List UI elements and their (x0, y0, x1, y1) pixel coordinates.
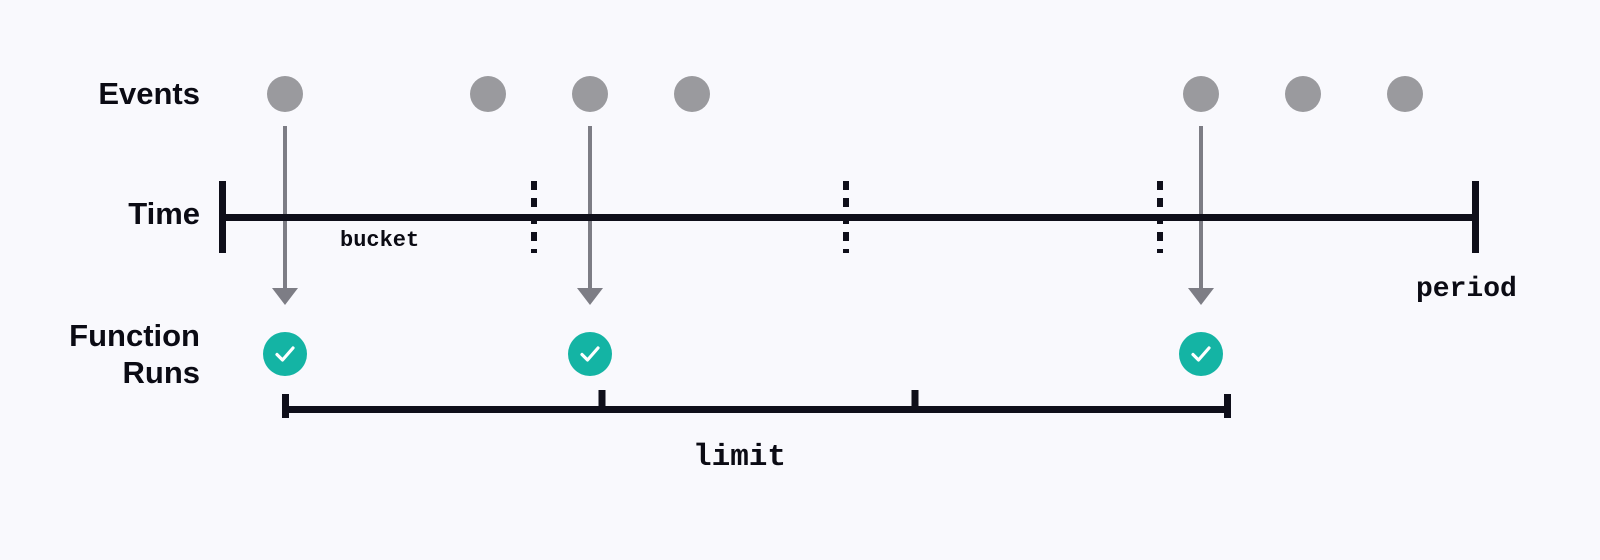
arrow-down-icon (1188, 288, 1214, 305)
bucket-boundary-tick (843, 181, 849, 253)
event-dot (1285, 76, 1321, 112)
event-to-run-arrow-shaft (588, 126, 592, 289)
event-to-run-arrow-shaft (283, 126, 287, 289)
limit-bracket-tick (911, 390, 919, 412)
limit-bracket-tick (598, 390, 606, 412)
event-to-run-arrow-shaft (1199, 126, 1203, 289)
function-runs-row-label: Function Runs (69, 318, 200, 390)
event-dot (1387, 76, 1423, 112)
event-dot (470, 76, 506, 112)
event-dot (1183, 76, 1219, 112)
time-row-label: Time (128, 196, 200, 231)
limit-bracket-bar (282, 406, 1231, 413)
arrow-down-icon (272, 288, 298, 305)
function-run-success-marker (568, 332, 612, 376)
event-dot (572, 76, 608, 112)
limit-annotation-label: limit (693, 440, 787, 475)
arrow-down-icon (577, 288, 603, 305)
check-icon (275, 346, 295, 362)
event-dot (267, 76, 303, 112)
bucket-annotation-label: bucket (340, 228, 420, 253)
limit-bracket-left-end (282, 394, 289, 418)
check-icon (1191, 346, 1211, 362)
period-annotation-label: period (1416, 274, 1517, 305)
event-dot (674, 76, 710, 112)
events-row-label: Events (98, 76, 200, 111)
timeline-end-cap (1472, 181, 1479, 253)
timeline-axis (222, 214, 1478, 221)
bucket-boundary-tick (1157, 181, 1163, 253)
check-icon (580, 346, 600, 362)
timeline-start-cap (219, 181, 226, 253)
bucket-boundary-tick (531, 181, 537, 253)
function-run-success-marker (263, 332, 307, 376)
limit-bracket-right-end (1224, 394, 1231, 418)
function-run-success-marker (1179, 332, 1223, 376)
